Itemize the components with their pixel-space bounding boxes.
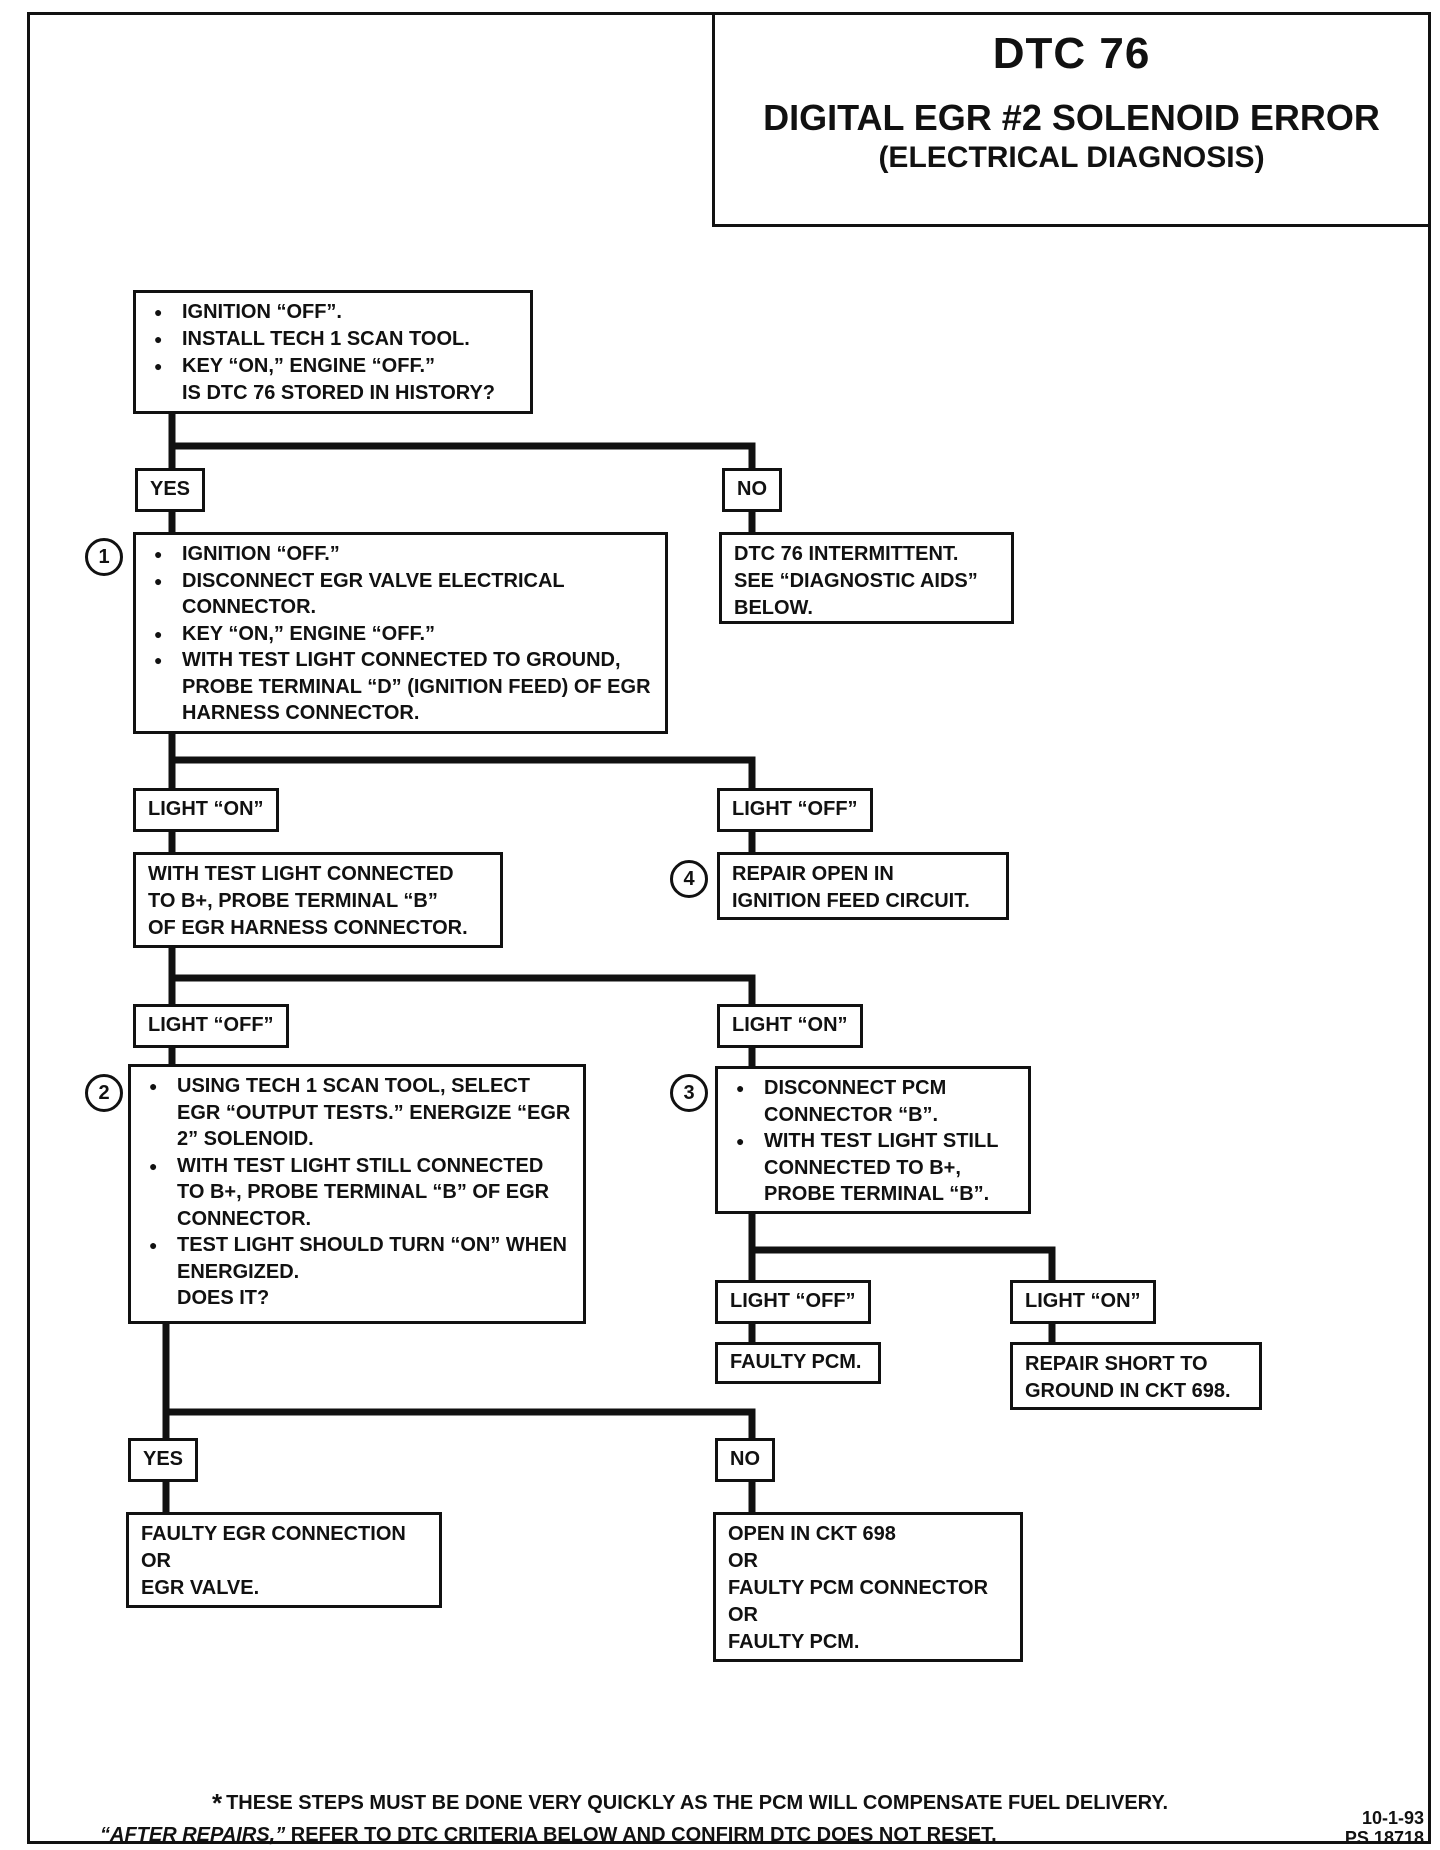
- faulty-pcm-box: FAULTY PCM.: [715, 1342, 881, 1384]
- diagnostic-title: DIGITAL EGR #2 SOLENOID ERROR: [763, 97, 1380, 138]
- intermittent-box: DTC 76 INTERMITTENT. SEE “DIAGNOSTIC AID…: [719, 532, 1014, 624]
- ps-number: PS 18718: [1344, 1828, 1424, 1848]
- faulty-egr-box: FAULTY EGR CONNECTION OR EGR VALVE.: [126, 1512, 442, 1608]
- start-bullet: KEY “ON,” ENGINE “OFF.”: [148, 353, 518, 380]
- no-label: NO: [722, 468, 782, 512]
- step-1-bullet: WITH TEST LIGHT CONNECTED TO GROUND, PRO…: [148, 647, 653, 727]
- asterisk: *: [211, 1788, 223, 1818]
- after-repairs-label: “AFTER REPAIRS,”: [100, 1824, 286, 1846]
- yes-label: YES: [135, 468, 206, 512]
- footer-line-2: REFER TO DTC CRITERIA BELOW AND CONFIRM …: [290, 1824, 997, 1846]
- step-3-bullet: DISCONNECT PCM CONNECTOR “B”.: [730, 1075, 1016, 1128]
- step-2-question: DOES IT?: [177, 1287, 270, 1309]
- step-3-bullet: WITH TEST LIGHT STILL CONNECTED TO B+, P…: [730, 1128, 1016, 1208]
- b-plus-probe-box: WITH TEST LIGHT CONNECTED TO B+, PROBE T…: [133, 852, 503, 948]
- step-2-box: USING TECH 1 SCAN TOOL, SELECT EGR “OUTP…: [128, 1064, 586, 1324]
- step-number-1: 1: [85, 538, 123, 576]
- no-label: NO: [715, 1438, 775, 1482]
- step-number-3: 3: [670, 1074, 708, 1112]
- light-off-label: LIGHT “OFF”: [133, 1004, 289, 1048]
- footer-line-1: THESE STEPS MUST BE DONE VERY QUICKLY AS…: [226, 1792, 1169, 1814]
- document-code: 10-1-93 PS 18718: [1345, 1808, 1424, 1848]
- footer-note: *THESE STEPS MUST BE DONE VERY QUICKLY A…: [120, 1788, 1260, 1819]
- title-block: DTC 76 DIGITAL EGR #2 SOLENOID ERROR (EL…: [712, 12, 1431, 227]
- step-1-bullet: DISCONNECT EGR VALVE ELECTRICAL CONNECTO…: [148, 568, 653, 621]
- light-on-label: LIGHT “ON”: [717, 1004, 863, 1048]
- diagnostic-subtitle: (ELECTRICAL DIAGNOSIS): [878, 141, 1265, 174]
- start-bullet: INSTALL TECH 1 SCAN TOOL.: [148, 326, 518, 353]
- step-4-box: REPAIR OPEN IN IGNITION FEED CIRCUIT.: [717, 852, 1009, 920]
- revision-date: 10-1-93: [1361, 1808, 1424, 1828]
- step-1-bullet: KEY “ON,” ENGINE “OFF.”: [148, 621, 653, 648]
- step-1-box: IGNITION “OFF.” DISCONNECT EGR VALVE ELE…: [133, 532, 668, 734]
- start-step-box: IGNITION “OFF”. INSTALL TECH 1 SCAN TOOL…: [133, 290, 533, 414]
- step-2-bullet: TEST LIGHT SHOULD TURN “ON” WHEN ENERGIZ…: [143, 1232, 571, 1285]
- light-on-label: LIGHT “ON”: [1010, 1280, 1156, 1324]
- start-question: IS DTC 76 STORED IN HISTORY?: [182, 382, 496, 404]
- footer-after-repairs: “AFTER REPAIRS,” REFER TO DTC CRITERIA B…: [100, 1824, 997, 1847]
- light-on-label: LIGHT “ON”: [133, 788, 279, 832]
- start-bullet: IGNITION “OFF”.: [148, 299, 518, 326]
- step-2-bullet: USING TECH 1 SCAN TOOL, SELECT EGR “OUTP…: [143, 1073, 571, 1153]
- dtc-code: DTC 76: [992, 29, 1151, 78]
- step-number-2: 2: [85, 1074, 123, 1112]
- step-2-bullet: WITH TEST LIGHT STILL CONNECTED TO B+, P…: [143, 1153, 571, 1233]
- light-off-label: LIGHT “OFF”: [715, 1280, 871, 1324]
- step-1-bullet: IGNITION “OFF.”: [148, 541, 653, 568]
- step-3-box: DISCONNECT PCM CONNECTOR “B”. WITH TEST …: [715, 1066, 1031, 1214]
- open-circuit-box: OPEN IN CKT 698 OR FAULTY PCM CONNECTOR …: [713, 1512, 1023, 1662]
- light-off-label: LIGHT “OFF”: [717, 788, 873, 832]
- step-number-4: 4: [670, 860, 708, 898]
- yes-label: YES: [128, 1438, 199, 1482]
- repair-short-box: REPAIR SHORT TO GROUND IN CKT 698.: [1010, 1342, 1262, 1410]
